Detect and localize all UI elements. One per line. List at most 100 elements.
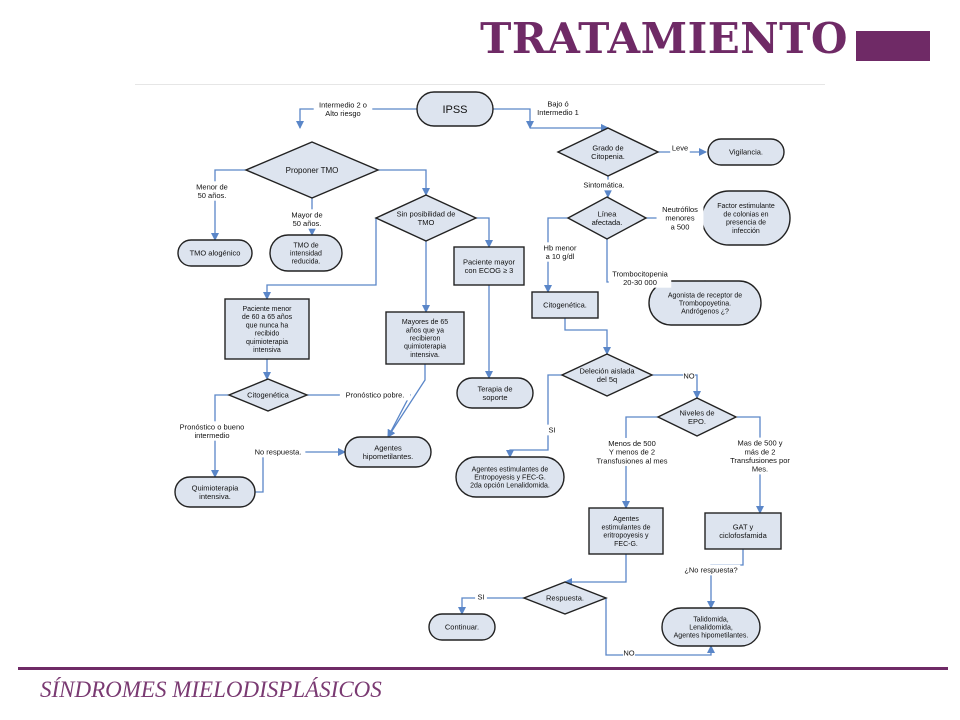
linea-afectada-node-shape — [566, 196, 648, 240]
paciente-mayor-node-text: Paciente mayor — [463, 257, 516, 266]
agentes-estim-1-node-shape — [455, 456, 565, 498]
edge-connector — [255, 448, 346, 493]
page-title: TRATAMIENTO — [480, 14, 848, 63]
respuesta-node-text: Respuesta. — [546, 594, 584, 603]
title-accent-bar — [856, 31, 930, 61]
continuar-node-shape — [428, 613, 496, 641]
mas500-edge-label-text: Mas de 500 y — [737, 439, 782, 448]
no-resp-edge-label: NO — [623, 647, 635, 659]
sintomatica-edge-label-text: Sintomática. — [583, 181, 624, 190]
tmo-alogenico-node: TMO alogénico — [177, 239, 253, 267]
gat-node-shape — [704, 512, 782, 550]
tmo-intensidad-node-text: reducida. — [292, 259, 321, 266]
menor50-edge-label-text: 50 años. — [198, 191, 227, 200]
si-resp-edge-label-bg — [475, 591, 487, 603]
edge-connector — [296, 108, 417, 129]
ipss-node-shape — [416, 91, 494, 127]
edge-connector — [544, 217, 568, 293]
talidomida-node-text: Lenalidomida, — [689, 624, 733, 631]
sin-posibilidad-node-shape — [374, 194, 478, 242]
agonista-node-text: Agonista de receptor de — [668, 292, 742, 299]
si-del-edge-label: SI — [546, 424, 558, 436]
edge-connector — [707, 549, 744, 609]
agentes-estim-2-node-text: eritropoyesis y — [603, 533, 649, 540]
linea-afectada-node-text: Línea — [598, 209, 618, 218]
paciente-menor-node-text: de 60 a 65 años — [242, 314, 293, 321]
pronostico-bueno-edge-label-bg — [174, 421, 250, 441]
menor50-edge-label-bg — [194, 181, 230, 201]
agentes-hipo-node-shape — [344, 436, 432, 468]
neutrofilos-edge-label-text: Neutrófilos — [662, 205, 698, 214]
agonista-node-shape — [648, 280, 762, 326]
no-respuesta-2-edge-label-bg — [681, 564, 741, 576]
edge-connector — [458, 597, 524, 615]
grado-citopenia-node-text: Grado de — [592, 143, 623, 152]
menos500-edge-label-text: Transfusiones al mes — [596, 456, 667, 465]
menos500-edge-label-text: Menos de 500 — [608, 439, 656, 448]
continuar-node-text: Continuar. — [445, 623, 479, 632]
quimio-intensiva-node-text: Quimioterapia — [192, 483, 240, 492]
tmo-alogenico-node-text: TMO alogénico — [190, 249, 241, 258]
agentes-estim-1-node-text: 2da opción Lenalidomida. — [470, 483, 550, 490]
pronostico-pobre-edge-label-text: Pronóstico pobre. — [346, 391, 405, 400]
edge-connector — [737, 416, 764, 514]
hb-edge-label-bg — [540, 242, 580, 262]
si-resp-edge-label: SI — [475, 591, 487, 603]
hb-edge-label-text: Hb menor — [544, 243, 577, 252]
linea-afectada-node-text: afectada. — [592, 218, 623, 227]
grado-citopenia-node-shape — [556, 127, 660, 177]
agentes-hipo-node-text: hipometilantes. — [363, 452, 413, 461]
mas500-edge-label-text: Mes. — [752, 465, 768, 474]
pronostico-bueno-edge-label-text: intermedio — [194, 431, 229, 440]
delecion-node-text: Deleción aislada — [579, 366, 635, 375]
citogenetica-dec-node: Citogenética — [227, 378, 309, 412]
tmo-intensidad-node-text: intensidad — [290, 250, 322, 257]
vigilancia-node-shape — [707, 138, 785, 166]
mayores-65-node-shape — [385, 311, 465, 365]
vigilancia-node-text: Vigilancia. — [729, 148, 763, 157]
intermedio2-edge-label-bg — [313, 99, 373, 119]
agentes-estim-1-node-text: Agentes estimulantes de — [472, 466, 549, 473]
no-respuesta-1-edge-label: No respuesta. — [250, 446, 306, 458]
mas500-edge-label-text: más de 2 — [745, 447, 776, 456]
tmo-alogenico-node-shape — [177, 239, 253, 267]
sin-posibilidad-node-text: TMO — [418, 218, 435, 227]
pronostico-pobre-edge-label-bg — [339, 389, 411, 401]
menos500-edge-label-bg — [591, 437, 673, 467]
edge-connector — [211, 394, 229, 478]
quimio-intensiva-node-shape — [174, 476, 256, 508]
talidomida-node-text: Talidomida, — [693, 616, 728, 623]
terapia-soporte-node-text: Terapia de — [477, 384, 512, 393]
neutrofilos-edge-label-bg — [656, 203, 704, 233]
vigilancia-node: Vigilancia. — [707, 138, 785, 166]
si-del-edge-label-bg — [546, 424, 558, 436]
factor-estimulante-node-text: presencia de — [726, 220, 766, 227]
edge-connector — [506, 374, 562, 458]
continuar-node: Continuar. — [428, 613, 496, 641]
trombocitopenia-edge-label-text: 20-30 000 — [623, 278, 657, 287]
si-del-edge-label-text: SI — [548, 426, 555, 435]
factor-estimulante-node-text: Factor estimulante — [717, 203, 775, 210]
no-del-edge-label-text: NO — [683, 372, 694, 381]
paciente-menor-node-text: recibido — [255, 331, 280, 338]
delecion-node-text: del 5q — [597, 375, 617, 384]
factor-estimulante-node-text: infección — [732, 228, 760, 235]
intermedio2-edge-label-text: Alto riesgo — [325, 109, 360, 118]
bajo-edge-label-text: Bajo ó — [547, 99, 568, 108]
niveles-epo-node-text: Niveles de — [679, 408, 714, 417]
citogenetica-box-node: Citogenética. — [531, 291, 599, 319]
citogenetica-box-node-shape — [531, 291, 599, 319]
no-del-edge-label: NO — [683, 370, 695, 382]
gat-node-text: GAT y — [733, 522, 754, 531]
